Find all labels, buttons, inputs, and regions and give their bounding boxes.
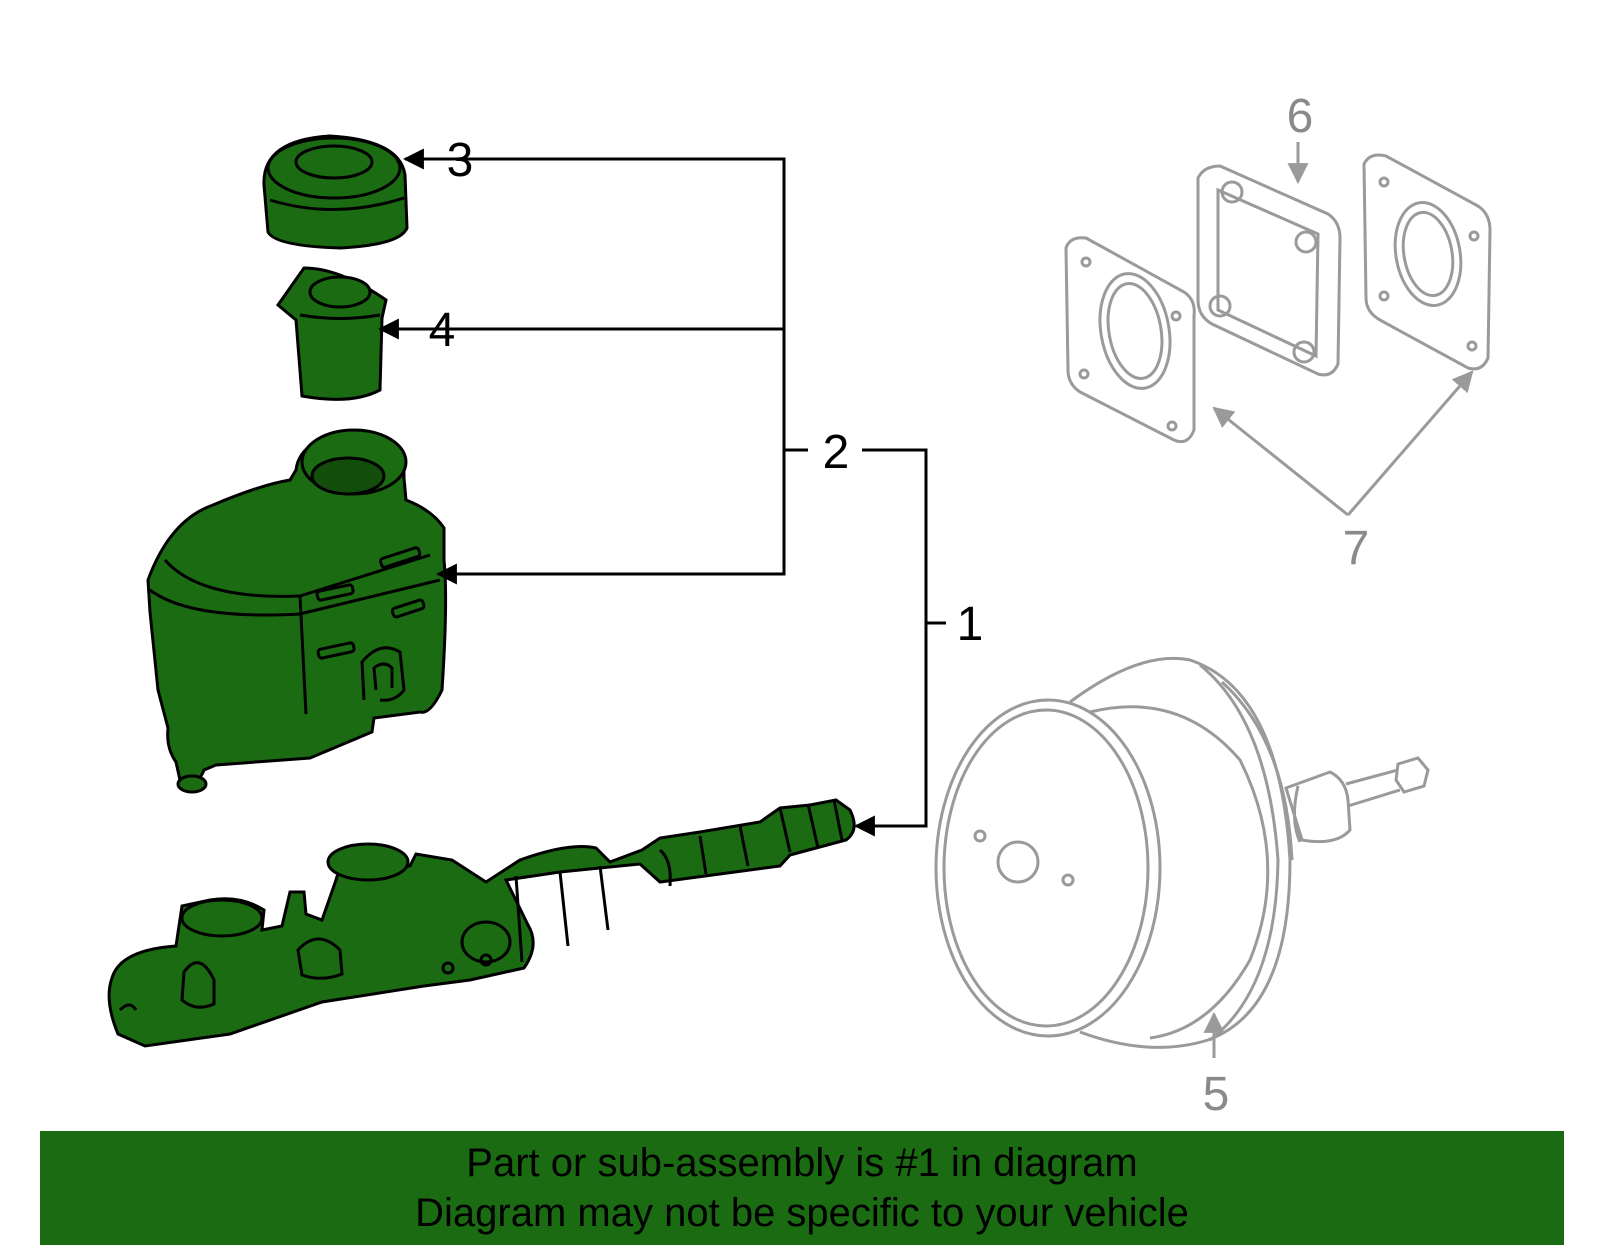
callout-5: 5 — [1203, 1068, 1230, 1121]
callout-6: 6 — [1287, 90, 1314, 143]
callout-4: 4 — [429, 304, 456, 357]
booster-spacer-plate[interactable] — [1196, 164, 1342, 377]
banner-line-disclaimer: Diagram may not be specific to your vehi… — [415, 1191, 1189, 1235]
leader-lines-muted — [1203, 142, 1474, 1058]
callout-3: 3 — [447, 134, 474, 187]
booster-gasket-right[interactable] — [1362, 153, 1492, 371]
callout-1: 1 — [957, 598, 984, 651]
callout-7: 7 — [1343, 522, 1370, 575]
leader-lines — [377, 148, 946, 837]
reservoir-cap[interactable] — [262, 134, 409, 250]
brake-booster[interactable] — [934, 656, 1430, 1049]
info-banner: Part or sub-assembly is #1 in diagram Di… — [40, 1131, 1564, 1245]
reservoir-strainer[interactable] — [275, 266, 388, 401]
master-cylinder[interactable] — [107, 798, 856, 1048]
brake-fluid-reservoir[interactable] — [146, 428, 448, 794]
banner-line-part: Part or sub-assembly is #1 in diagram — [466, 1141, 1138, 1185]
callout-2: 2 — [823, 426, 850, 479]
booster-gasket-left[interactable] — [1064, 236, 1196, 444]
